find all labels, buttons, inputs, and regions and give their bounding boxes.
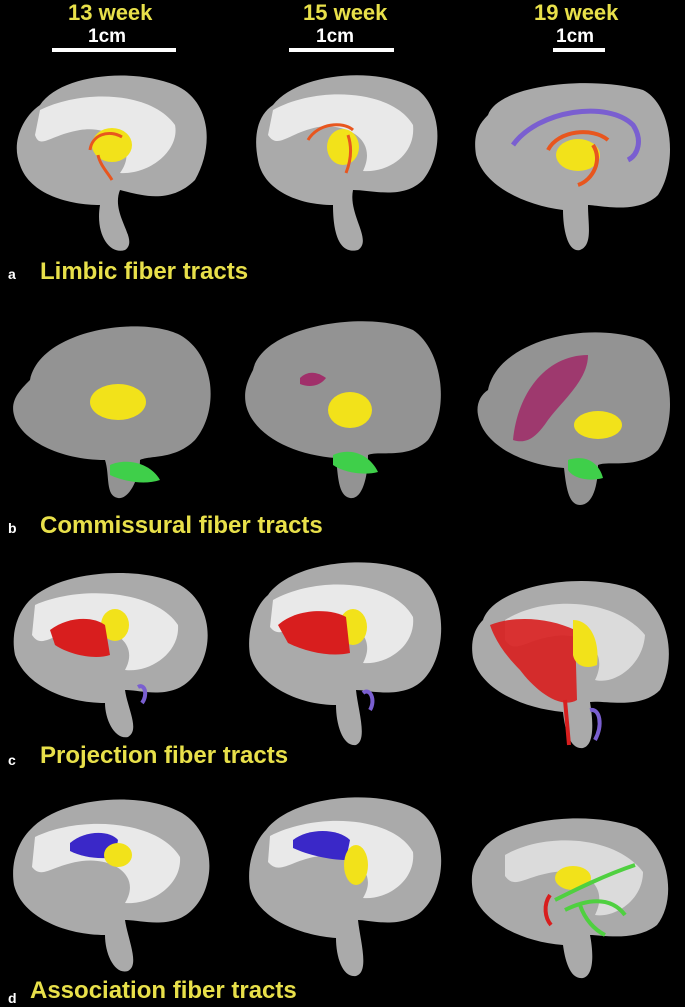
brain-19w-association — [471, 818, 669, 979]
row-letter-d: d — [8, 990, 17, 1006]
column-header-15-week: 15 week — [303, 0, 388, 25]
brain-19w-limbic — [475, 83, 670, 251]
scale-bar-19-week — [553, 48, 605, 52]
scale-bar-13-week — [52, 48, 176, 52]
row-letter-c: c — [8, 752, 16, 768]
brain-19w-projection — [472, 581, 669, 749]
column-header-13-week: 13 week — [68, 0, 153, 25]
brain-13w-commissural — [13, 326, 211, 499]
brain-13w-limbic — [16, 75, 207, 251]
brain-15w-association — [249, 797, 442, 977]
scale-bar-label-13-week: 1cm — [88, 26, 127, 47]
row-letter-a: a — [8, 266, 16, 282]
brain-15w-commissural — [245, 321, 441, 499]
brain-15w-projection — [249, 562, 442, 746]
scale-bar-label-15-week: 1cm — [316, 26, 355, 47]
row-title-association: Association fiber tracts — [30, 977, 297, 1004]
row-title-projection: Projection fiber tracts — [40, 742, 289, 769]
column-header-19-week: 19 week — [534, 0, 619, 25]
brain-13w-association — [13, 799, 210, 972]
brain-15w-limbic — [256, 75, 438, 251]
brain-19w-commissural — [477, 332, 670, 505]
row-letter-b: b — [8, 520, 17, 536]
brain-13w-projection — [13, 573, 208, 738]
row-title-commissural: Commissural fiber tracts — [40, 512, 323, 539]
row-title-limbic: Limbic fiber tracts — [40, 258, 249, 285]
scale-bar-label-19-week: 1cm — [556, 26, 595, 47]
scale-bar-15-week — [289, 48, 394, 52]
